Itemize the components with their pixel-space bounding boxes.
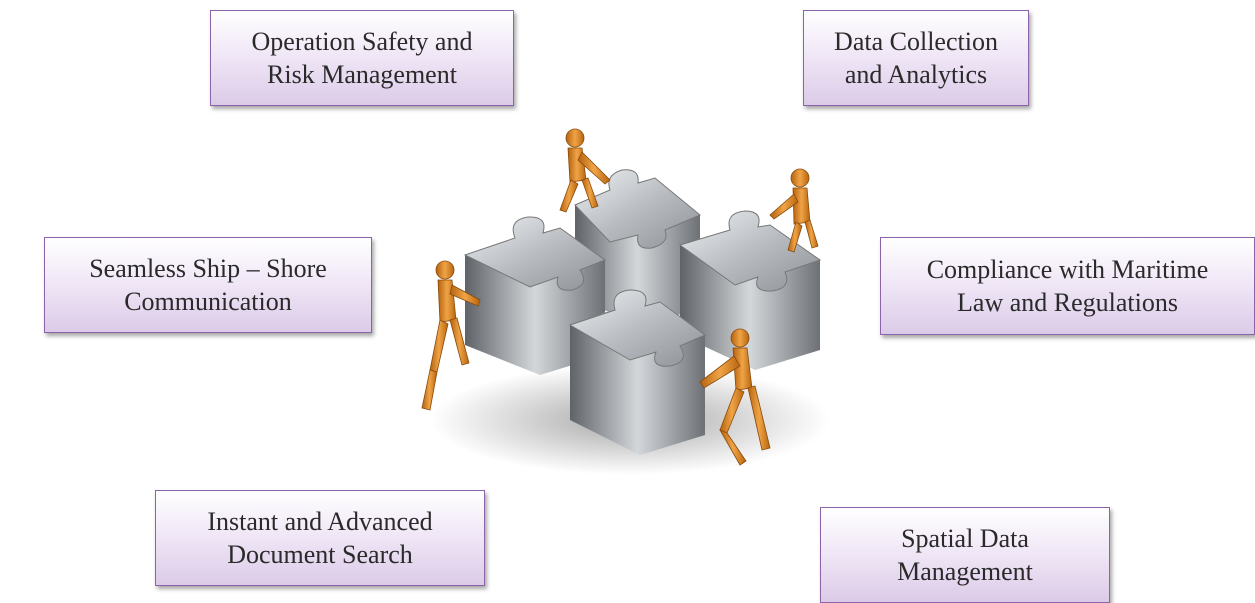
box-seamless-communication-line2: Communication bbox=[124, 287, 292, 316]
box-compliance: Compliance with Maritime Law and Regulat… bbox=[880, 237, 1255, 335]
box-data-collection: Data Collection and Analytics bbox=[803, 10, 1029, 106]
box-spatial-data: Spatial Data Management bbox=[820, 507, 1110, 603]
box-data-collection-line1: Data Collection bbox=[834, 26, 998, 56]
box-seamless-communication: Seamless Ship – Shore Communication bbox=[44, 237, 372, 333]
puzzle-team-icon bbox=[421, 128, 830, 475]
box-document-search-line1: Instant and Advanced bbox=[207, 506, 433, 536]
box-data-collection-line2: and Analytics bbox=[844, 60, 988, 89]
box-document-search-line2: Document Search bbox=[227, 540, 413, 569]
box-document-search: Instant and Advanced Document Search bbox=[155, 490, 485, 586]
box-seamless-communication-line1: Seamless Ship – Shore bbox=[89, 253, 327, 283]
box-spatial-data-line1: Spatial Data bbox=[901, 523, 1029, 553]
box-spatial-data-line2: Management bbox=[897, 557, 1033, 586]
box-compliance-line1: Compliance with Maritime bbox=[926, 254, 1209, 284]
box-operation-safety-line1: Operation Safety and bbox=[251, 26, 473, 56]
box-operation-safety-line2: Risk Management bbox=[267, 60, 457, 89]
box-compliance-line2: Law and Regulations bbox=[957, 288, 1178, 317]
box-operation-safety: Operation Safety and Risk Management bbox=[210, 10, 514, 106]
